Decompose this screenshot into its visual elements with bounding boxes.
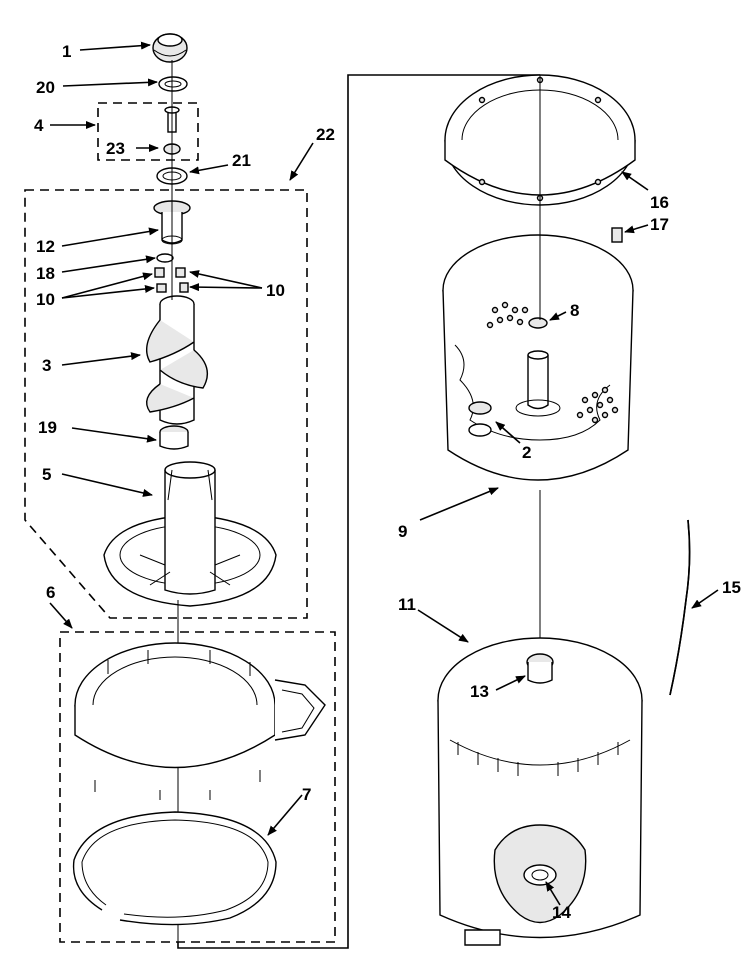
- label-part-11: 11: [398, 595, 416, 614]
- auger-part-3: [146, 295, 209, 425]
- label-part-17: 17: [650, 215, 669, 234]
- outer-tub-part-11: [437, 637, 643, 946]
- washer-part-18: [156, 253, 174, 263]
- nut-part-8: [528, 317, 548, 329]
- label-part-4: 4: [34, 116, 44, 135]
- label-part-18: 18: [36, 264, 55, 283]
- plug-part-2: [468, 401, 492, 437]
- label-part-14: 14: [552, 903, 571, 922]
- label-part-15: 15: [722, 578, 741, 597]
- part-number-labels: 1 20 4 23 21 22 12 18 10 10 3 19 5 6 7 1…: [34, 42, 741, 922]
- label-part-12: 12: [36, 237, 55, 256]
- label-part-16: 16: [650, 193, 669, 212]
- label-part-9: 9: [398, 522, 407, 541]
- label-part-21: 21: [232, 151, 251, 170]
- label-part-7: 7: [302, 785, 311, 804]
- label-part-3: 3: [42, 356, 51, 375]
- label-part-13: 13: [470, 682, 489, 701]
- hose-part-15: [669, 519, 691, 696]
- tub-ring-part-6: [74, 642, 326, 800]
- agitator-cap-part-1: [152, 33, 188, 63]
- label-part-19: 19: [38, 418, 57, 437]
- callout-lines: [49, 41, 719, 906]
- cap-ring-part-20: [158, 76, 188, 92]
- label-part-6: 6: [46, 583, 55, 602]
- agitator-base-part-5: [103, 461, 277, 607]
- label-part-5: 5: [42, 465, 51, 484]
- label-part-20: 20: [36, 78, 55, 97]
- bearing-part-13: [526, 653, 554, 684]
- bearing-part-19: [159, 425, 189, 450]
- label-part-1: 1: [62, 42, 71, 61]
- label-part-2: 2: [522, 443, 531, 462]
- label-part-23: 23: [106, 139, 125, 158]
- clip-part-17: [611, 227, 623, 243]
- basket-part-9: [442, 234, 634, 481]
- tub-clamp-part-7: [72, 811, 277, 926]
- label-part-22: 22: [316, 125, 335, 144]
- label-part-10-right: 10: [266, 281, 285, 300]
- label-part-10-left: 10: [36, 290, 55, 309]
- basket-perforations: [486, 301, 619, 424]
- dogs-part-10: [154, 267, 189, 293]
- label-part-8: 8: [570, 301, 579, 320]
